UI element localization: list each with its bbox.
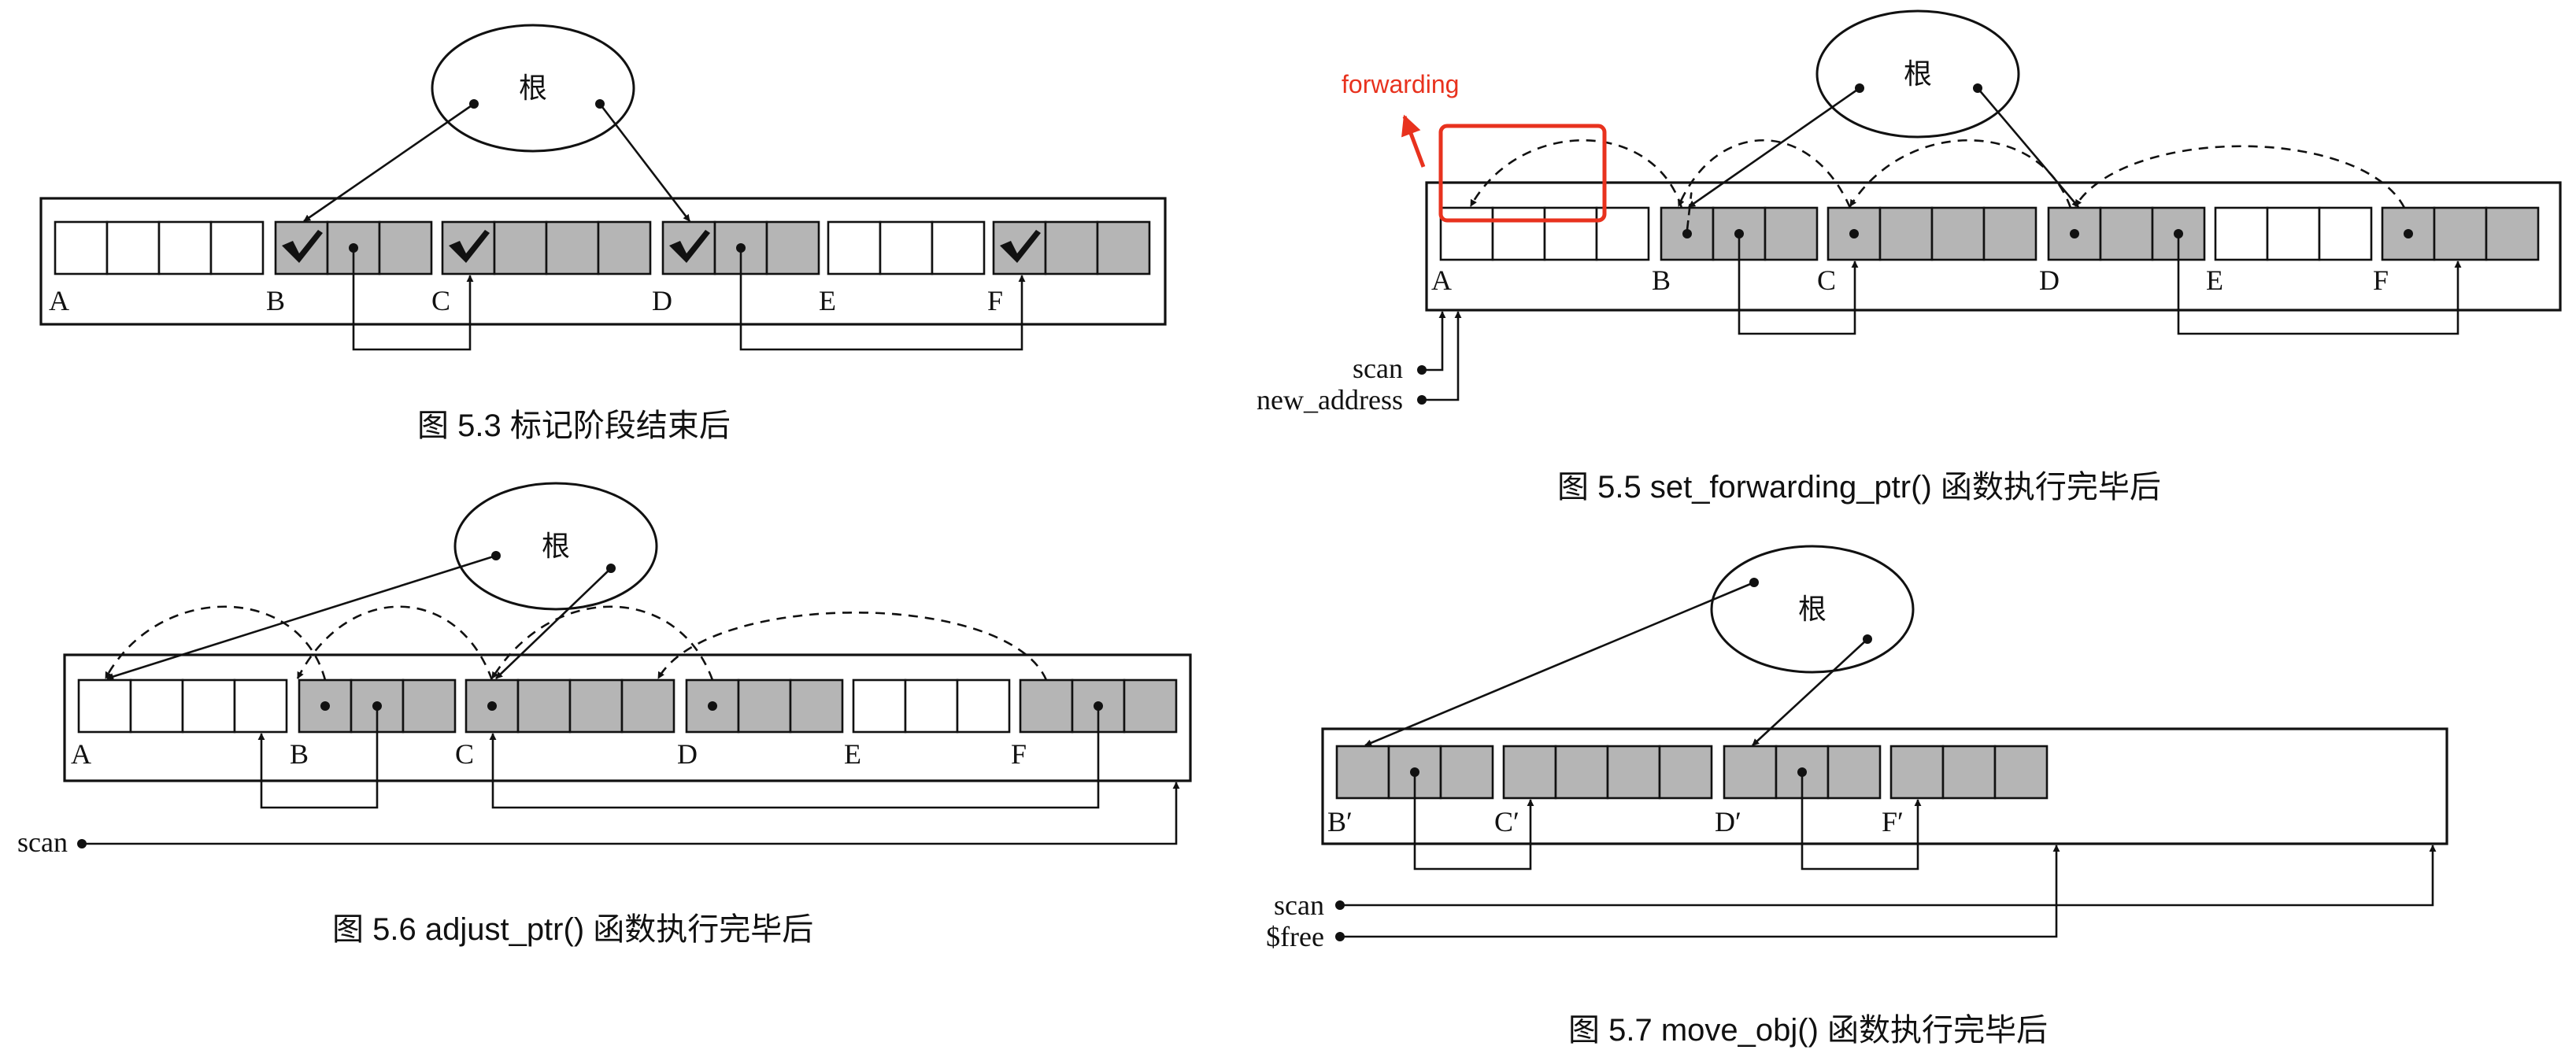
root-node — [1710, 545, 1915, 674]
object-a — [54, 220, 265, 275]
check-icon — [1000, 230, 1041, 263]
label-e: E — [819, 285, 836, 316]
label-b: B — [1652, 264, 1671, 296]
free-pointer — [1340, 845, 2060, 938]
forwarding-f-to-d — [2074, 145, 2406, 209]
forwarding-annotation-arrow — [1401, 114, 1426, 168]
root-pointer-c — [495, 567, 612, 679]
object-c — [464, 678, 675, 734]
figure-5-5: 根 A B — [1257, 9, 2562, 505]
label-f: F — [1011, 738, 1027, 770]
pointer-d-to-f-prime — [1801, 772, 1922, 871]
object-e — [827, 220, 986, 275]
new-address-pointer — [1422, 311, 1462, 401]
root-pointer-d-prime — [1752, 638, 1868, 746]
root-pointer-b-prime — [1364, 581, 1755, 747]
new-address-label: new_address — [1257, 384, 1403, 416]
root-node — [431, 24, 635, 153]
object-d — [661, 220, 820, 275]
label-a: A — [1431, 264, 1452, 296]
scan-pointer — [1340, 845, 2437, 907]
pointer-b-to-a — [257, 706, 379, 809]
scan-label: scan — [1353, 353, 1403, 384]
check-icon — [449, 230, 490, 263]
label-d: D — [652, 285, 672, 316]
pointer-b-to-c — [352, 248, 474, 351]
figure-5-6: 根 A B C D E F — [17, 482, 1192, 947]
forwarding-c-to-b — [1677, 139, 1852, 209]
label-d: D — [677, 738, 698, 770]
pointer-f-to-c — [489, 706, 1100, 809]
root-label: 根 — [519, 72, 547, 104]
object-a — [77, 678, 288, 734]
object-f-prime — [1889, 745, 2049, 800]
label-b: B — [266, 285, 285, 316]
root-label: 根 — [1798, 593, 1827, 625]
pointer-b-to-c — [1738, 234, 1859, 335]
object-e — [852, 678, 1011, 734]
label-f: F — [987, 285, 1003, 316]
scan-label: scan — [1274, 889, 1324, 921]
label-c-prime: C′ — [1494, 806, 1519, 837]
caption-fig-5-3: 图 5.3 标记阶段结束后 — [417, 409, 731, 443]
root-pointer-d — [598, 103, 691, 222]
label-c: C — [1817, 264, 1836, 296]
label-b-prime: B′ — [1327, 806, 1353, 837]
root-pointer-b — [303, 102, 475, 223]
label-c: C — [431, 285, 450, 316]
forwarding-b-to-a — [1469, 139, 1683, 209]
check-icon — [669, 230, 710, 263]
root-node — [1815, 9, 2020, 139]
root-pointer-b — [1688, 87, 1860, 209]
label-d-prime: D′ — [1715, 806, 1741, 837]
label-c: C — [455, 738, 474, 770]
root-node — [453, 482, 658, 611]
free-label: $free — [1266, 921, 1324, 952]
forwarding-d-to-c — [490, 605, 714, 681]
root-pointer-d — [1977, 87, 2079, 208]
figure-5-7: 根 B′ C′ D′ F′ scan — [1266, 545, 2448, 1048]
label-f-prime: F′ — [1882, 806, 1904, 837]
forwarding-b-to-a — [104, 605, 327, 681]
mark-bits — [282, 230, 1041, 263]
root-label: 根 — [542, 530, 570, 562]
object-c-prime — [1502, 745, 1713, 800]
caption-fig-5-5: 图 5.5 set_forwarding_ptr() 函数执行完毕后 — [1557, 470, 2161, 505]
caption-fig-5-6: 图 5.6 adjust_ptr() 函数执行完毕后 — [332, 912, 813, 947]
label-e: E — [844, 738, 861, 770]
object-c — [441, 220, 652, 275]
forwarding-c-to-b — [296, 605, 494, 681]
scan-pointer — [1422, 311, 1446, 372]
scan-label: scan — [17, 826, 68, 858]
label-a: A — [49, 285, 69, 316]
pointer-d-to-f — [739, 248, 1026, 351]
pointer-d-to-f — [2177, 234, 2462, 335]
label-a: A — [71, 738, 91, 770]
check-icon — [282, 230, 323, 263]
label-d: D — [2039, 264, 2060, 296]
object-e — [2214, 206, 2373, 261]
figure-5-3: 根 — [39, 24, 1167, 443]
caption-fig-5-7: 图 5.7 move_obj() 函数执行完毕后 — [1568, 1013, 2048, 1048]
forwarding-annotation: forwarding — [1342, 70, 1459, 98]
object-c — [1827, 206, 2037, 261]
object-f — [2381, 206, 2540, 261]
label-e: E — [2206, 264, 2223, 296]
forwarding-highlight-box — [1438, 124, 1607, 223]
object-f — [992, 220, 1151, 275]
object-d — [685, 678, 844, 734]
object-a — [1439, 206, 1650, 261]
scan-pointer — [82, 782, 1180, 845]
label-f: F — [2373, 264, 2389, 296]
label-b: B — [290, 738, 309, 770]
root-label: 根 — [1904, 58, 1932, 90]
root-pointer-a — [106, 554, 497, 680]
pointer-b-to-c-prime — [1413, 772, 1534, 871]
